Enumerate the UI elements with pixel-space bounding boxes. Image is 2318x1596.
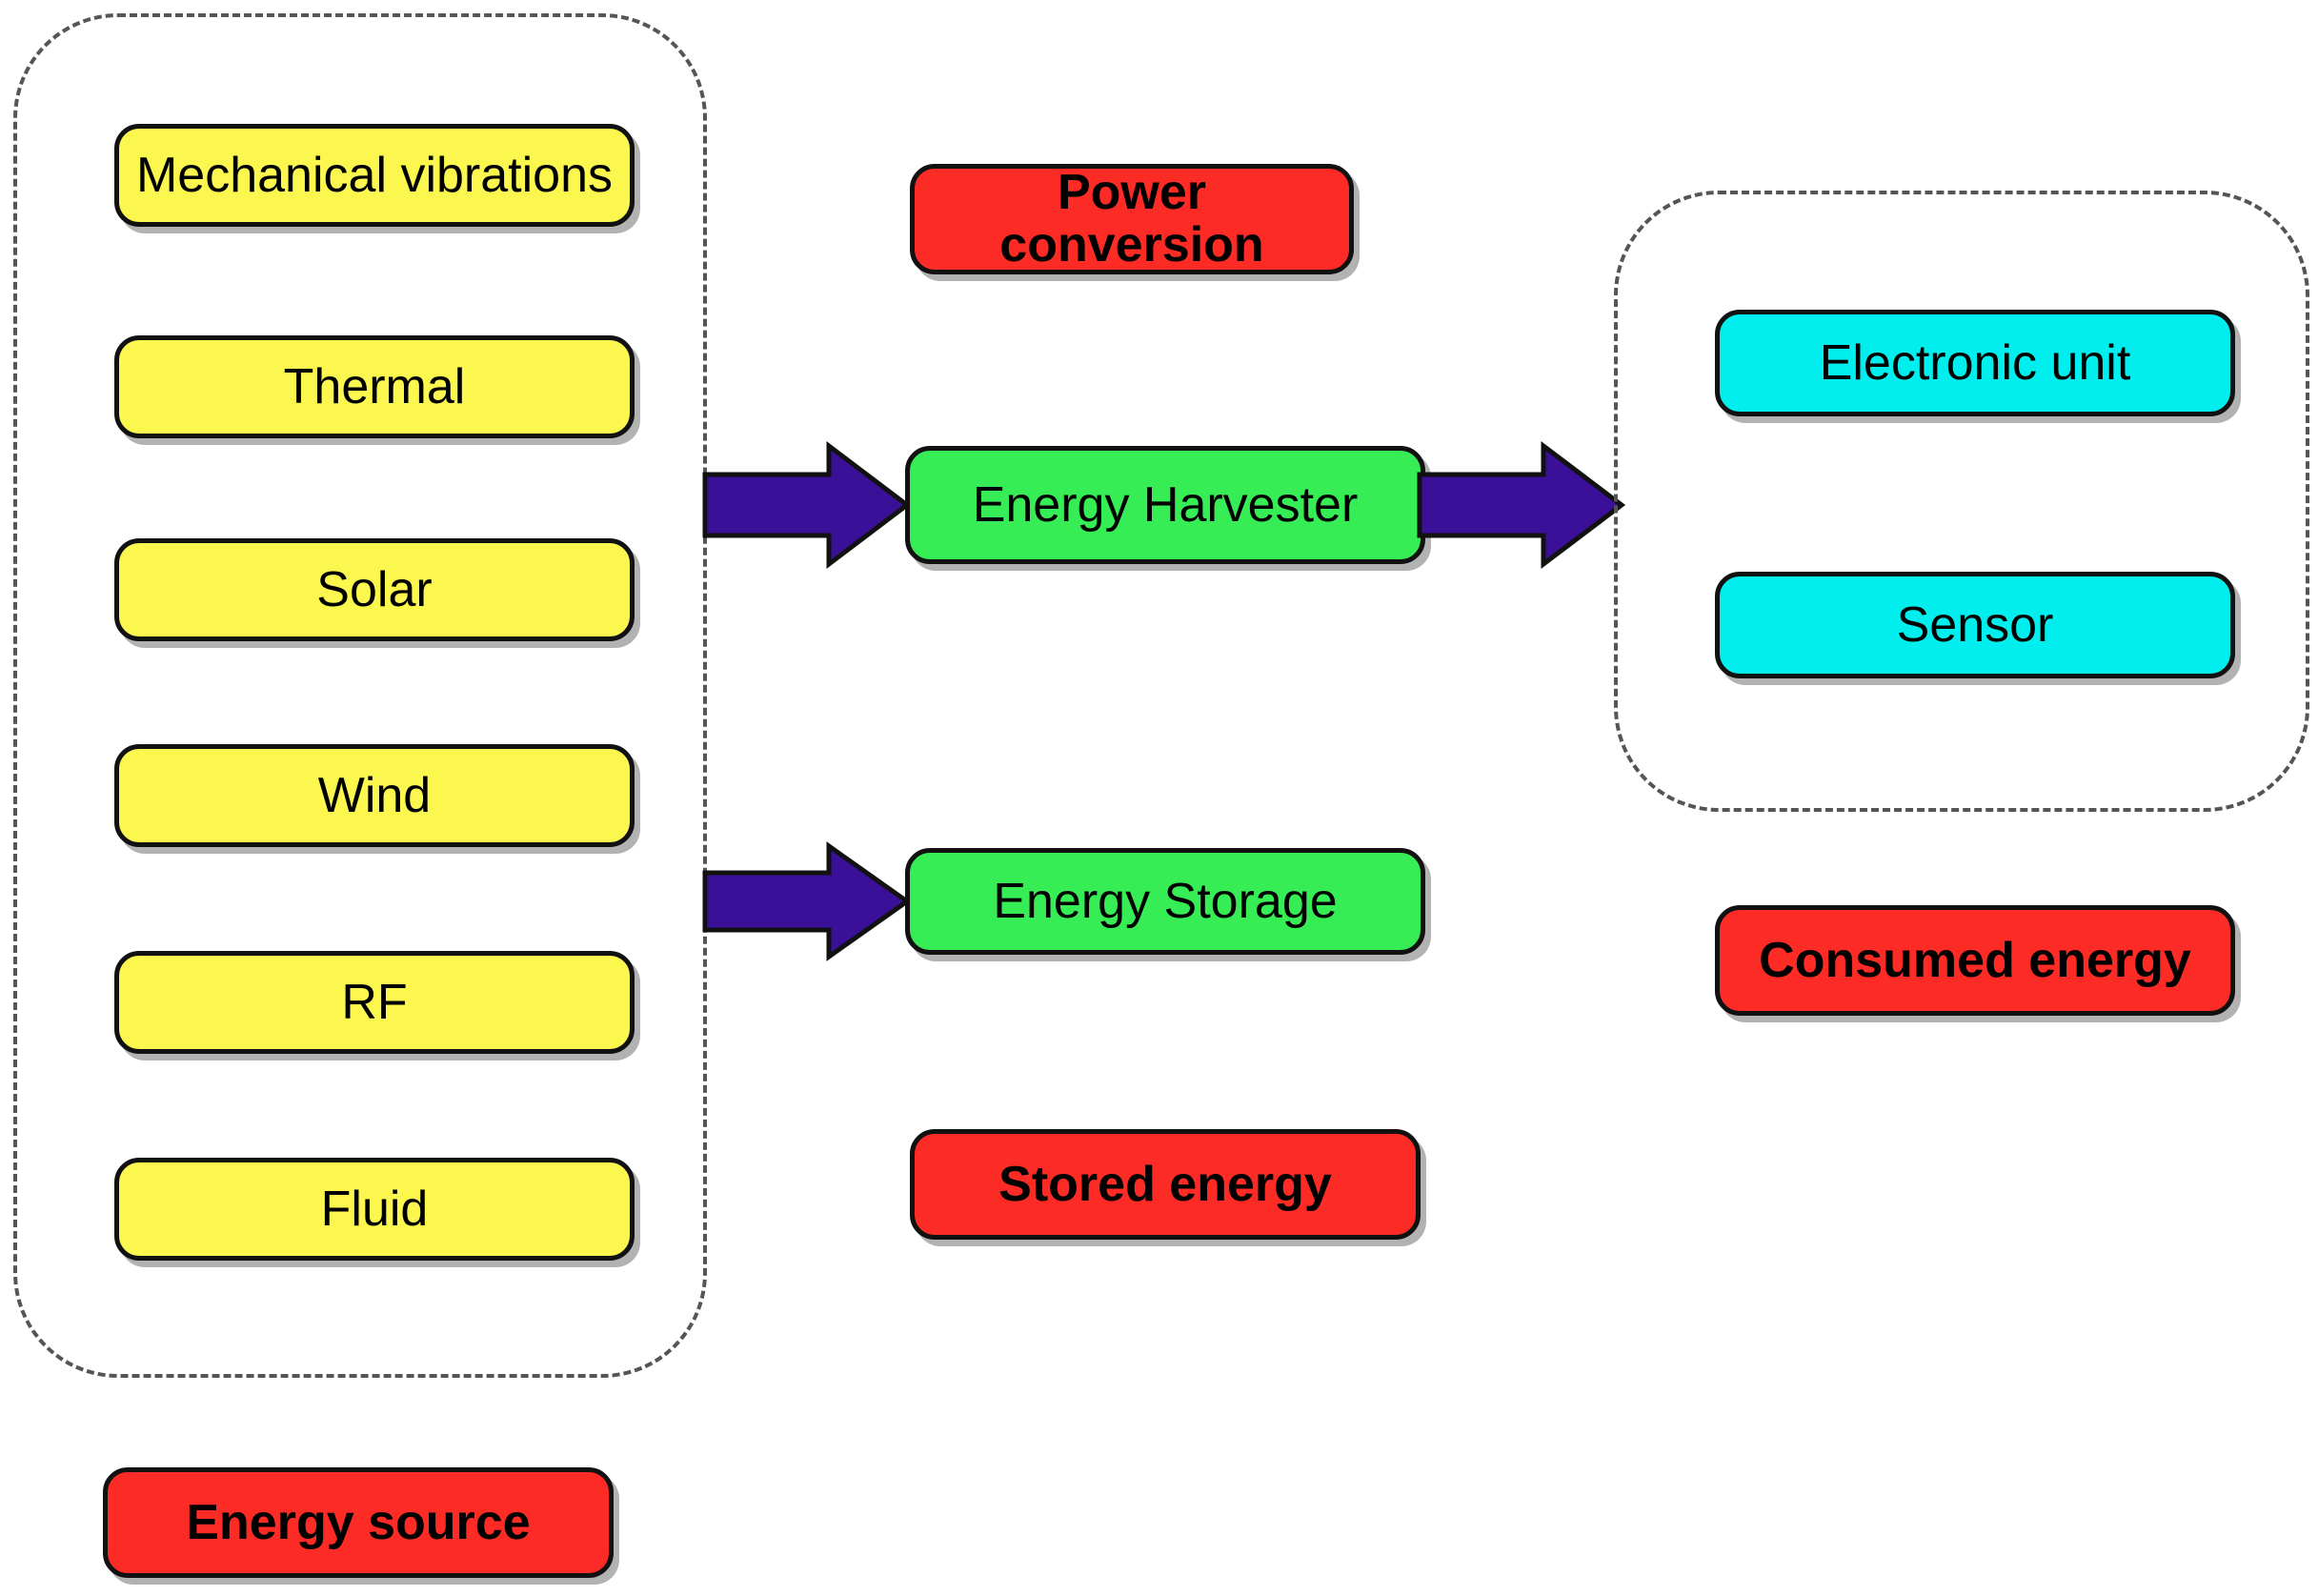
node-label: Fluid xyxy=(320,1181,429,1237)
node-label: Solar xyxy=(316,561,433,617)
node-energy-storage[interactable]: Energy Storage xyxy=(905,848,1425,955)
node-electronic-unit[interactable]: Electronic unit xyxy=(1715,310,2235,416)
node-label: Wind xyxy=(317,767,432,823)
legend-consumed-energy[interactable]: Consumed energy xyxy=(1715,905,2235,1016)
node-label: Sensor xyxy=(1896,596,2054,653)
node-label: Electronic unit xyxy=(1819,334,2131,391)
node-label: Energy Harvester xyxy=(972,476,1359,533)
load-group-boundary xyxy=(1614,191,2309,812)
energy-source-mechanical-vibrations[interactable]: Mechanical vibrations xyxy=(114,124,635,227)
energy-source-solar[interactable]: Solar xyxy=(114,538,635,641)
node-label: Stored energy xyxy=(998,1156,1332,1212)
energy-source-thermal[interactable]: Thermal xyxy=(114,335,635,438)
node-label: RF xyxy=(341,974,408,1030)
legend-power-conversion[interactable]: Power conversion xyxy=(910,164,1354,274)
energy-source-fluid[interactable]: Fluid xyxy=(114,1158,635,1261)
node-label: Thermal xyxy=(283,358,466,414)
energy-source-group-boundary xyxy=(13,13,707,1378)
arrow-source-to-storage xyxy=(702,841,912,961)
legend-energy-source[interactable]: Energy source xyxy=(103,1467,614,1578)
arrow-harvester-to-load xyxy=(1417,440,1626,570)
node-label: Mechanical vibrations xyxy=(135,147,614,203)
legend-stored-energy[interactable]: Stored energy xyxy=(910,1129,1421,1240)
node-label: Consumed energy xyxy=(1759,932,2191,988)
node-sensor[interactable]: Sensor xyxy=(1715,572,2235,678)
node-label: Energy source xyxy=(186,1494,531,1550)
energy-source-wind[interactable]: Wind xyxy=(114,744,635,847)
node-label: Energy Storage xyxy=(993,873,1338,929)
node-label: Power conversion xyxy=(999,165,1264,273)
arrow-source-to-harvester xyxy=(702,440,912,570)
energy-source-rf[interactable]: RF xyxy=(114,951,635,1054)
node-energy-harvester[interactable]: Energy Harvester xyxy=(905,446,1425,564)
